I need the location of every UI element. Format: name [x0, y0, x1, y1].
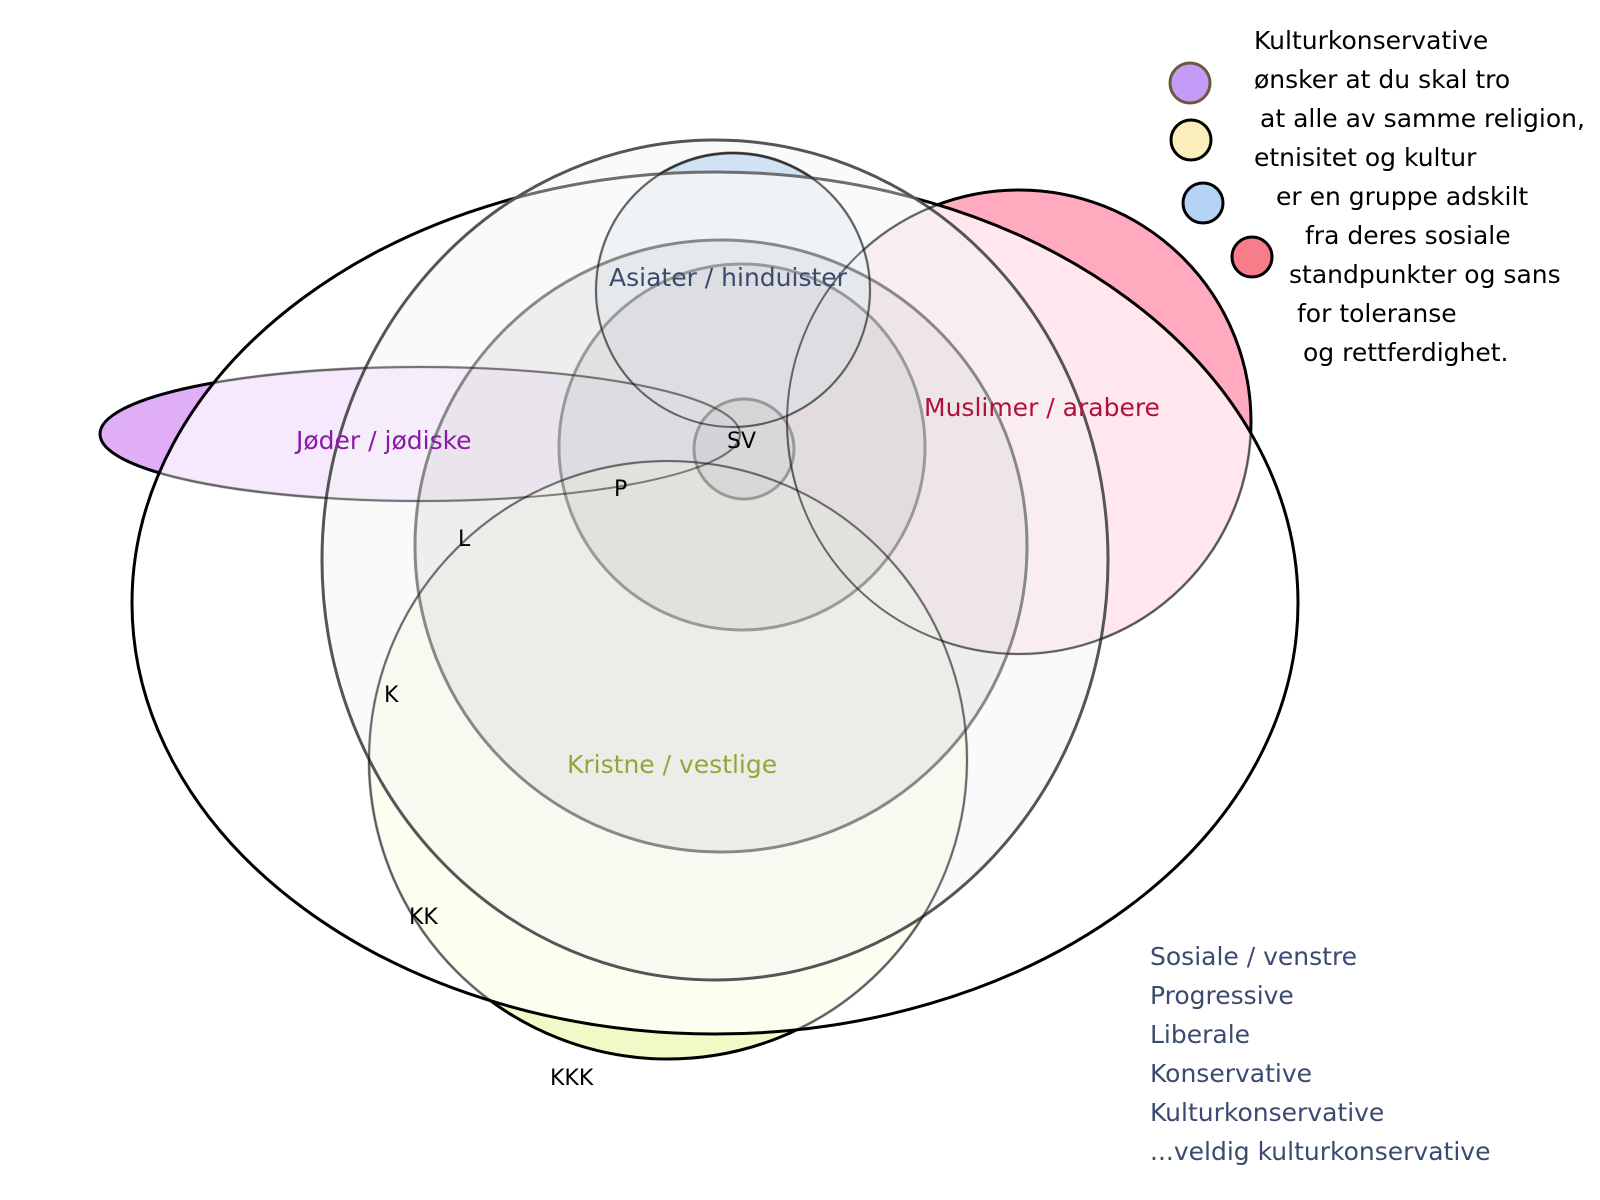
note-line-8: for toleranse: [1297, 299, 1457, 328]
note-line-9: og rettferdighet.: [1303, 338, 1509, 367]
legend-dot-yellow: [1169, 118, 1213, 162]
note-line-1: Kulturkonservative: [1254, 26, 1488, 55]
label-muslims: Muslimer / arabere: [924, 393, 1160, 422]
note-line-6: fra deres sosiale: [1305, 221, 1511, 250]
key-line-3: Liberale: [1150, 1020, 1250, 1049]
level-kk-ellipse: [130, 170, 1300, 1036]
legend-dot-purple: [1168, 61, 1212, 105]
label-level-p: P: [614, 477, 627, 502]
level-p-circle: [557, 262, 927, 632]
level-sv-circle: [692, 397, 796, 501]
legend-dot-blue: [1181, 181, 1225, 225]
label-level-sv: SV: [727, 429, 756, 454]
label-level-kkk: KKK: [550, 1066, 594, 1091]
label-jews: Jøder / jødiske: [294, 426, 472, 455]
key-line-2: Progressive: [1150, 981, 1294, 1010]
note-line-2: ønsker at du skal tro: [1254, 65, 1510, 94]
label-level-kk: KK: [409, 905, 438, 930]
legend-dot-red: [1230, 235, 1274, 279]
note-line-5: er en gruppe adskilt: [1276, 182, 1528, 211]
label-level-l: L: [458, 527, 471, 552]
key-line-1: Sosiale / venstre: [1150, 942, 1357, 971]
level-k-ellipse: [320, 138, 1110, 982]
muslims-outline: [786, 189, 1252, 655]
jews-outline: [99, 366, 741, 502]
key-line-6: ...veldig kulturkonservative: [1150, 1137, 1490, 1166]
note-line-3: at alle av samme religion,: [1260, 104, 1585, 133]
christians-outline: [368, 460, 968, 1060]
note-line-7: standpunkter og sans: [1289, 260, 1561, 289]
asians-outline: [595, 152, 871, 428]
key-line-5: Kulturkonservative: [1150, 1098, 1384, 1127]
label-level-k: K: [384, 683, 399, 708]
note-line-4: etnisitet og kultur: [1254, 143, 1477, 172]
label-asians: Asiater / hinduister: [609, 263, 848, 292]
key-line-4: Konservative: [1150, 1059, 1312, 1088]
label-christians: Kristne / vestlige: [567, 750, 777, 779]
